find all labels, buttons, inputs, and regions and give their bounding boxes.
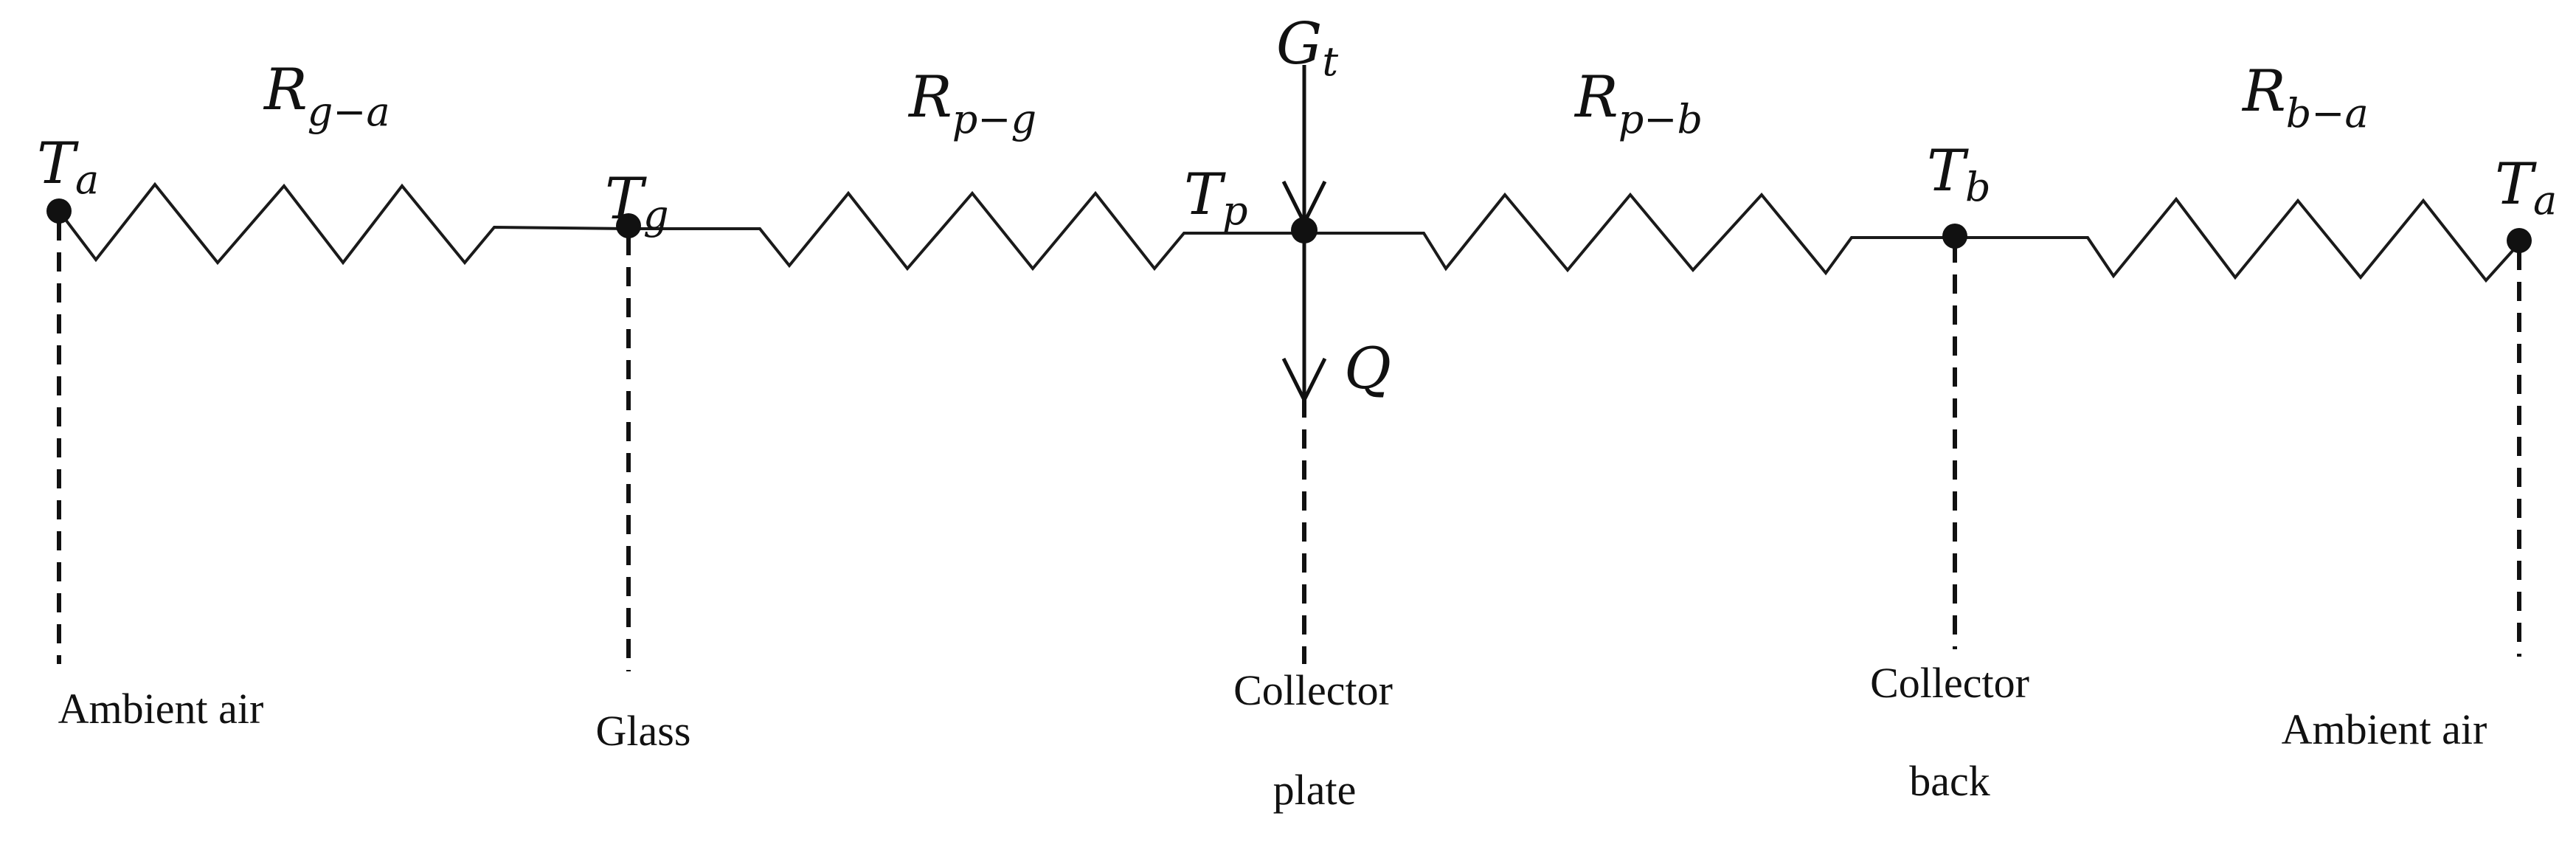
- layer-label-collector-back-line2: back: [1909, 757, 1990, 805]
- resistor-p-b-zigzag: [1304, 192, 1955, 276]
- resistor-label-p-b: Rp−b: [1573, 64, 1703, 142]
- node-collector-back: [1942, 224, 1967, 249]
- layer-label-collector-plate-line1: Collector: [1233, 666, 1393, 714]
- temp-label-ambient-left: Ta: [37, 131, 99, 203]
- temp-label-collector-plate: Tp: [1184, 162, 1248, 234]
- nodes: [46, 198, 2532, 253]
- node-glass: [616, 213, 641, 238]
- circuit-wires: [58, 182, 2521, 283]
- node-collector-plate: [1291, 217, 1318, 243]
- drop-lines: [57, 221, 2521, 671]
- layer-label-ambient-right: Ambient air: [2282, 705, 2487, 753]
- resistor-p-g-zigzag: [629, 190, 1304, 272]
- heat-output-arrowhead: [1281, 357, 1327, 404]
- solar-input-arrow: [1281, 65, 1327, 227]
- node-ambient-left: [46, 198, 72, 224]
- node-ambient-right: [2507, 228, 2532, 253]
- temp-label-ambient-right: Ta: [2495, 151, 2557, 224]
- layer-label-collector-back-line1: Collector: [1870, 659, 2029, 707]
- resistor-label-p-g: Rp−g: [907, 64, 1036, 142]
- resistor-b-a-zigzag: [1955, 196, 2521, 283]
- temp-label-glass: Tg: [605, 166, 669, 238]
- temp-label-collector-back: Tb: [1927, 138, 1991, 210]
- layer-label-glass: Glass: [596, 707, 691, 755]
- resistor-label-b-a: Rb−a: [2241, 58, 2369, 136]
- heat-output-label: Q: [1344, 336, 1391, 402]
- heat-output-arrow: [1281, 233, 1327, 404]
- resistor-label-g-a: Rg−a: [263, 57, 390, 135]
- resistor-g-a-zigzag: [58, 182, 629, 266]
- layer-label-collector-plate-line2: plate: [1273, 766, 1357, 814]
- solar-input-label: Gt: [1276, 11, 1338, 85]
- layer-label-ambient-left: Ambient air: [58, 685, 264, 733]
